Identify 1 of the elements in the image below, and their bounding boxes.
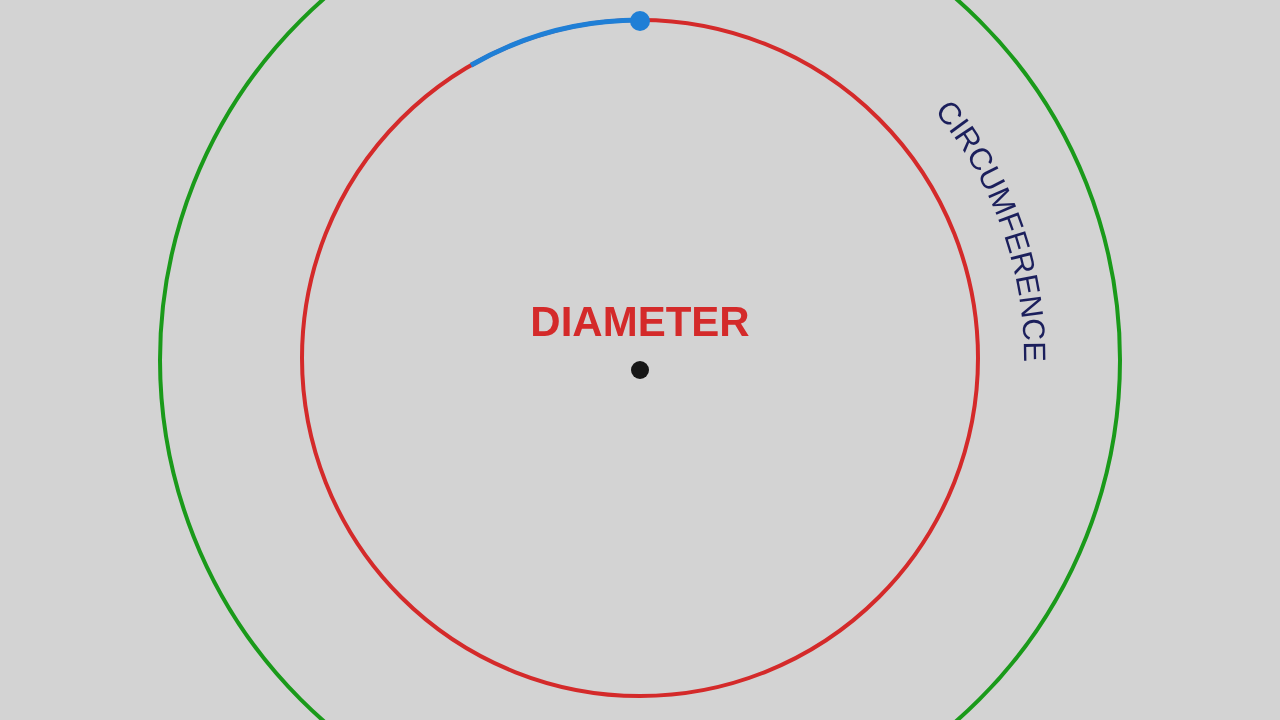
- center-label: DIAMETER: [530, 298, 750, 346]
